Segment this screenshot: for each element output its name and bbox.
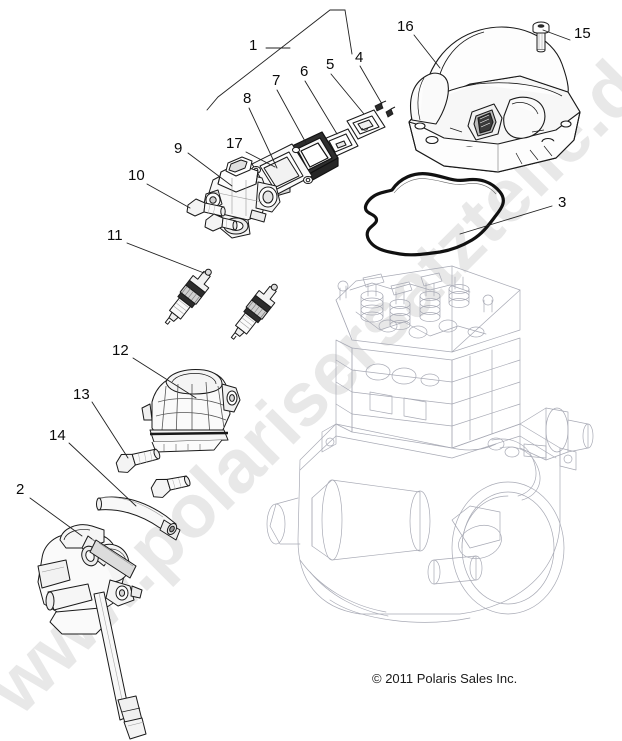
part-9-throttle-body (203, 156, 281, 239)
part-16-valve-cover (408, 26, 581, 173)
callout-label-13[interactable]: 13 (73, 386, 90, 403)
callout-label-6[interactable]: 6 (300, 63, 309, 80)
leader-16 (413, 34, 441, 69)
callout-label-9[interactable]: 9 (174, 140, 183, 157)
leader-lines (29, 9, 571, 537)
callout-label-7[interactable]: 7 (272, 72, 281, 89)
leader-14 (68, 442, 137, 507)
part-12-intake-manifold (141, 369, 241, 453)
callout-label-5[interactable]: 5 (326, 56, 335, 73)
leader-3 (459, 205, 553, 235)
callout-label-2[interactable]: 2 (16, 481, 25, 498)
callout-label-12[interactable]: 12 (112, 342, 129, 359)
leader-5 (330, 73, 365, 115)
leader-11 (126, 242, 205, 274)
leader-17 (245, 151, 276, 168)
part-3-valve-cover-gasket (363, 172, 505, 257)
copyright-notice: © 2011 Polaris Sales Inc. (372, 671, 518, 686)
callout-label-11[interactable]: 11 (107, 227, 123, 244)
part-14-breather-hose (96, 496, 181, 541)
callout-label-16[interactable]: 16 (397, 18, 414, 35)
callout-label-15[interactable]: 15 (574, 25, 591, 42)
leader-15 (542, 29, 571, 41)
leader-7 (276, 89, 307, 144)
leader-10 (146, 183, 191, 209)
part-4-screws (374, 100, 396, 118)
leader-13 (91, 401, 129, 459)
bracket-part-1 (206, 9, 353, 111)
callout-label-17[interactable]: 17 (226, 135, 243, 152)
engine-block-reference (266, 265, 594, 623)
part-5-plate-retainer (346, 109, 386, 140)
leader-12 (132, 357, 197, 399)
leader-9 (187, 152, 233, 187)
callout-label-3[interactable]: 3 (558, 194, 567, 211)
leader-2 (29, 497, 83, 537)
callout-label-14[interactable]: 14 (49, 427, 66, 444)
callout-label-1[interactable]: 1 (249, 37, 258, 54)
part-3-gasket-inner-highlight (393, 178, 497, 195)
part-13-bolts (115, 448, 191, 498)
part-11-spark-plugs (164, 268, 278, 340)
callout-label-4[interactable]: 4 (355, 49, 364, 66)
part-15-bolt (532, 21, 550, 53)
part-2-oil-pump-assembly (37, 524, 147, 740)
leader-4 (359, 65, 383, 105)
leader-8 (248, 107, 278, 169)
callout-label-8[interactable]: 8 (243, 90, 252, 107)
part-10-bolts (186, 198, 238, 232)
leader-6 (304, 80, 338, 135)
callout-label-10[interactable]: 10 (128, 167, 145, 184)
